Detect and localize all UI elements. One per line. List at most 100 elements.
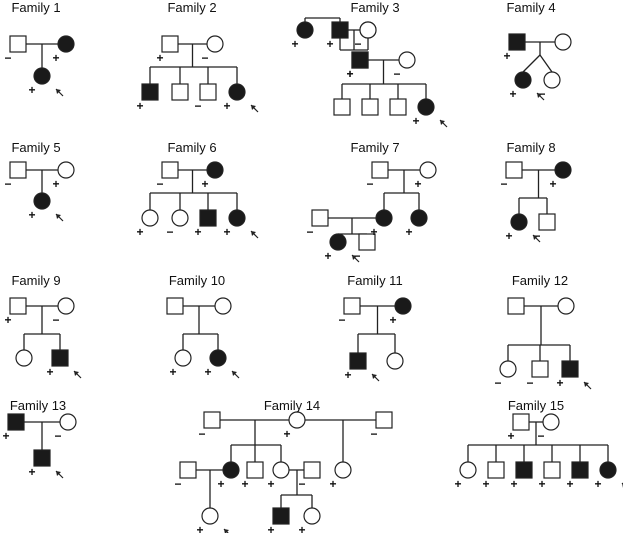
unaffected-female-symbol [57, 297, 75, 315]
unaffected-male-symbol [531, 360, 549, 378]
family-6-title: Family 6 [167, 140, 216, 155]
proband-arrow [55, 470, 64, 479]
unaffected-female-symbol [174, 349, 192, 367]
affected-male-symbol [561, 360, 579, 378]
carrier-mark: + [454, 477, 461, 491]
carrier-mark: + [196, 523, 203, 533]
unaffected-female-symbol [459, 461, 477, 479]
unaffected-male-symbol [512, 413, 530, 431]
noncarrier-mark: − [4, 51, 11, 65]
proband-arrow [223, 528, 229, 533]
family-1-title: Family 1 [11, 0, 60, 15]
unaffected-male-symbol [389, 98, 407, 116]
proband-arrow [371, 373, 380, 382]
proband-arrow [55, 88, 64, 97]
family-14-title: Family 14 [264, 398, 320, 413]
noncarrier-mark: − [174, 477, 181, 491]
carrier-mark: + [405, 225, 412, 239]
unaffected-male-symbol [161, 161, 179, 179]
carrier-mark: + [46, 365, 53, 379]
family-5-title: Family 5 [11, 140, 60, 155]
unaffected-male-symbol [9, 35, 27, 53]
carrier-mark: + [169, 365, 176, 379]
unaffected-male-symbol [9, 161, 27, 179]
family-11-title: Family 11 [347, 273, 402, 288]
affected-female-symbol [329, 233, 347, 251]
noncarrier-mark: − [500, 177, 507, 191]
carrier-mark: + [291, 37, 298, 51]
carrier-mark: + [556, 376, 563, 390]
affected-female-symbol [228, 209, 246, 227]
unaffected-male-symbol [303, 461, 321, 479]
unaffected-male-symbol [166, 297, 184, 315]
carrier-mark: + [507, 429, 514, 443]
carrier-mark: + [204, 365, 211, 379]
affected-female-symbol [599, 461, 617, 479]
carrier-mark: + [52, 51, 59, 65]
unaffected-female-symbol [542, 413, 560, 431]
unaffected-female-symbol [201, 507, 219, 525]
affected-female-symbol [206, 161, 224, 179]
unaffected-female-symbol [15, 349, 33, 367]
affected-female-symbol [33, 67, 51, 85]
carrier-mark: + [549, 177, 556, 191]
affected-male-symbol [141, 83, 159, 101]
carrier-mark: + [298, 523, 305, 533]
unaffected-male-symbol [375, 411, 393, 429]
carrier-mark: + [510, 477, 517, 491]
noncarrier-mark: − [198, 427, 205, 441]
unaffected-female-symbol [554, 33, 572, 51]
affected-female-symbol [554, 161, 572, 179]
noncarrier-mark: − [537, 429, 544, 443]
unaffected-male-symbol [358, 233, 376, 251]
unaffected-male-symbol [199, 83, 217, 101]
carrier-mark: + [482, 477, 489, 491]
carrier-mark: + [223, 225, 230, 239]
carrier-mark: + [389, 313, 396, 327]
carrier-mark: + [52, 177, 59, 191]
carrier-mark: + [324, 249, 331, 263]
unaffected-male-symbol [161, 35, 179, 53]
affected-male-symbol [571, 461, 589, 479]
noncarrier-mark: − [526, 376, 533, 390]
pedigree-line [522, 54, 541, 73]
family-8-title: Family 8 [506, 140, 555, 155]
affected-female-symbol [57, 35, 75, 53]
carrier-mark: + [326, 37, 333, 51]
carrier-mark: + [346, 67, 353, 81]
noncarrier-mark: − [370, 427, 377, 441]
affected-male-symbol [349, 352, 367, 370]
carrier-mark: + [594, 477, 601, 491]
noncarrier-mark: − [166, 225, 173, 239]
proband-arrow [583, 381, 592, 390]
proband-arrow [73, 370, 82, 379]
carrier-mark: + [28, 208, 35, 222]
unaffected-male-symbol [538, 213, 556, 231]
unaffected-female-symbol [303, 507, 321, 525]
noncarrier-mark: − [494, 376, 501, 390]
unaffected-male-symbol [361, 98, 379, 116]
unaffected-female-symbol [359, 21, 377, 39]
noncarrier-mark: − [201, 51, 208, 65]
unaffected-male-symbol [371, 161, 389, 179]
family-7-title: Family 7 [350, 140, 399, 155]
unaffected-male-symbol [311, 209, 329, 227]
unaffected-female-symbol [334, 461, 352, 479]
carrier-mark: + [28, 465, 35, 479]
noncarrier-mark: − [52, 313, 59, 327]
carrier-mark: + [156, 51, 163, 65]
affected-female-symbol [228, 83, 246, 101]
affected-male-symbol [351, 51, 369, 69]
family-2-title: Family 2 [167, 0, 216, 15]
affected-female-symbol [222, 461, 240, 479]
unaffected-male-symbol [505, 161, 523, 179]
unaffected-male-symbol [171, 83, 189, 101]
unaffected-male-symbol [179, 461, 197, 479]
unaffected-female-symbol [398, 51, 416, 69]
carrier-mark: + [412, 114, 419, 128]
noncarrier-mark: − [298, 477, 305, 491]
unaffected-female-symbol [499, 360, 517, 378]
family-10-title: Family 10 [169, 273, 225, 288]
unaffected-female-symbol [214, 297, 232, 315]
proband-arrow [250, 104, 259, 113]
